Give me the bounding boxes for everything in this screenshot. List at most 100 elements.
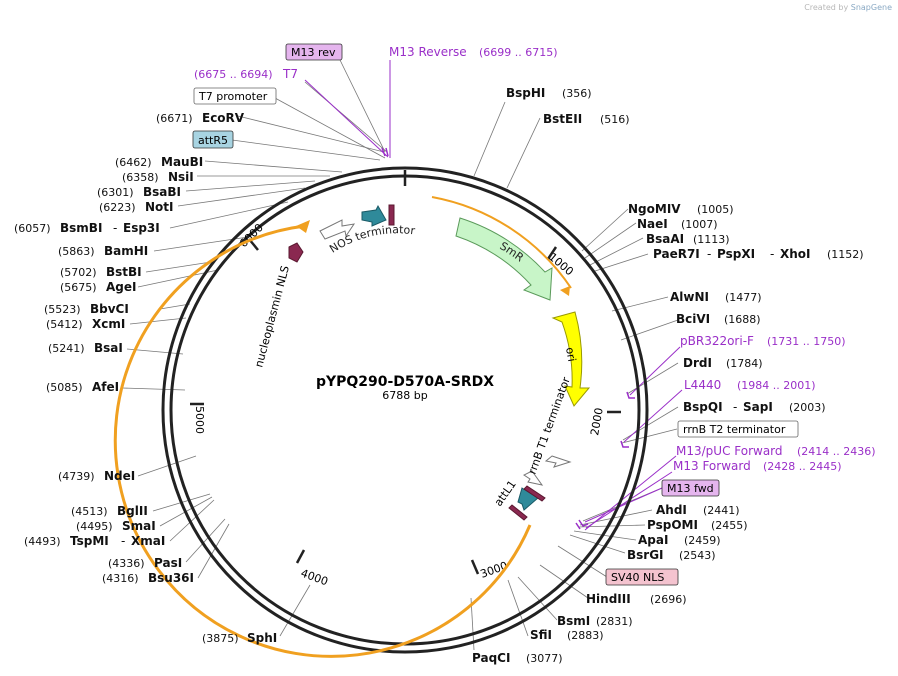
feature-sv40-marker: [508, 504, 528, 521]
site-sphi-name[interactable]: SphI: [247, 631, 277, 645]
site-noti-name[interactable]: NotI: [145, 200, 174, 214]
site-smai-name[interactable]: SmaI: [122, 519, 156, 533]
feature-nls[interactable]: [288, 242, 304, 263]
site-xcmi-pos: (5412): [46, 318, 83, 331]
site-bsrgi-name[interactable]: BsrGI: [627, 548, 664, 562]
site-pspomi-name[interactable]: PspOMI: [647, 518, 698, 532]
feature-arc-top: [431, 196, 572, 289]
site-maubi-pos: (6462): [115, 156, 152, 169]
site-alwni-name[interactable]: AlwNI: [670, 290, 709, 304]
primer-m13reverse-name[interactable]: M13 Reverse: [389, 45, 467, 59]
site-tspmi-name[interactable]: TspMI: [70, 534, 109, 548]
feature-nos-terminator[interactable]: [319, 219, 356, 240]
site-naei-pos: (1007): [681, 218, 718, 231]
site-dash-2: -: [770, 247, 774, 261]
site-ngomiv-pos: (1005): [697, 203, 734, 216]
site-bsteii-pos: (516): [600, 113, 630, 126]
site-paqci-pos: (3077): [526, 652, 563, 665]
primer-t7-name[interactable]: T7: [282, 67, 298, 81]
site-xcmi-name[interactable]: XcmI: [92, 317, 125, 331]
feature-rrnb-t1-b[interactable]: [523, 470, 544, 486]
site-naei-name[interactable]: NaeI: [637, 217, 668, 231]
site-bsaai-name[interactable]: BsaAI: [646, 232, 684, 246]
site-bsmbi-pos: (6057): [14, 222, 51, 235]
box-sv40[interactable]: [605, 568, 679, 586]
site-bspqi-pos: (2003): [789, 401, 826, 414]
primer-m13puc-name[interactable]: M13/pUC Forward: [676, 444, 783, 458]
site-sfii-name[interactable]: SfiI: [530, 628, 552, 642]
feature-teal-arrow[interactable]: [361, 204, 387, 227]
feature-rrnb-t1[interactable]: [544, 455, 572, 468]
feature-arc-arrow: [560, 286, 570, 296]
site-pspxi-name[interactable]: PspXI: [717, 247, 755, 261]
primer-t7-range: (6675 .. 6694): [194, 68, 273, 81]
site-bamhi-name[interactable]: BamHI: [104, 244, 148, 258]
site-bsmi-name[interactable]: BsmI: [557, 614, 590, 628]
site-noti-pos: (6223): [99, 201, 136, 214]
site-ahdi-pos: (2441): [703, 504, 740, 517]
site-nsii-name[interactable]: NsiI: [168, 170, 194, 184]
site-ndei-pos: (4739): [58, 470, 95, 483]
site-bsu36i-name[interactable]: Bsu36I: [148, 571, 194, 585]
site-bsaai-pos: (1113): [693, 233, 730, 246]
site-bglii-name[interactable]: BglII: [117, 504, 148, 518]
site-pasi-name[interactable]: PasI: [154, 556, 182, 570]
box-m13fwd[interactable]: [661, 479, 720, 497]
site-hindiii-name[interactable]: HindIII: [586, 592, 631, 606]
site-ndei-name[interactable]: NdeI: [104, 469, 135, 483]
site-apai-name[interactable]: ApaI: [638, 533, 668, 547]
tick-label-2000: 2000: [588, 407, 606, 437]
site-bsphi-name[interactable]: BspHI: [506, 86, 545, 100]
site-agei-pos: (5675): [60, 281, 97, 294]
site-bsphi-pos: (356): [562, 87, 592, 100]
site-afei-pos: (5085): [46, 381, 83, 394]
site-paer7i-name[interactable]: PaeR7I: [653, 247, 700, 261]
box-rrnbt2[interactable]: [677, 420, 799, 438]
site-sphi-pos: (3875): [202, 632, 239, 645]
site-bsai-name[interactable]: BsaI: [94, 341, 123, 355]
site-bglii-pos: (4513): [71, 505, 108, 518]
site-alwni-pos: (1477): [725, 291, 762, 304]
site-afei-name[interactable]: AfeI: [92, 380, 119, 394]
label-attr5: attR5: [198, 134, 228, 147]
primer-m13forward-range: (2428 .. 2445): [763, 460, 842, 473]
feature-nls-label: nucleoplasmin NLS: [252, 264, 292, 368]
feature-ori-label: ori: [563, 346, 578, 362]
site-maubi-name[interactable]: MauBI: [161, 155, 203, 169]
site-bbvci-name[interactable]: BbvCI: [90, 302, 129, 316]
site-paqci-name[interactable]: PaqCI: [472, 651, 510, 665]
primer-l4440-name[interactable]: L4440: [684, 378, 721, 392]
site-agei-name[interactable]: AgeI: [106, 280, 136, 294]
site-ecorv-name[interactable]: EcoRV: [202, 111, 245, 125]
site-tspmi-pos: (4493): [24, 535, 61, 548]
label-m13rev: M13 rev: [291, 46, 336, 59]
site-drdi-name[interactable]: DrdI: [683, 356, 712, 370]
site-bsu36i-pos: (4316): [102, 572, 139, 585]
site-bsmbi-name[interactable]: BsmBI: [60, 221, 102, 235]
site-bamhi-pos: (5863): [58, 245, 95, 258]
feature-smr[interactable]: [455, 217, 553, 301]
site-bstbi-name[interactable]: BstBI: [106, 265, 142, 279]
site-pspomi-pos: (2455): [711, 519, 748, 532]
box-t7promoter[interactable]: [193, 87, 277, 105]
site-bcivi-name[interactable]: BciVI: [676, 312, 710, 326]
plasmid-size: 6788 bp: [382, 389, 427, 402]
box-attr5[interactable]: [192, 130, 234, 149]
site-bspqi-name[interactable]: BspQI: [683, 400, 723, 414]
site-xhoi-name[interactable]: XhoI: [780, 247, 811, 261]
site-esp3i-name[interactable]: Esp3I: [123, 221, 160, 235]
site-ahdi-name[interactable]: AhdI: [656, 503, 687, 517]
site-bsabi-name[interactable]: BsaBI: [143, 185, 181, 199]
site-hindiii-pos: (2696): [650, 593, 687, 606]
site-ngomiv-name[interactable]: NgoMIV: [628, 202, 681, 216]
site-xmai-name[interactable]: XmaI: [131, 534, 165, 548]
feature-ori[interactable]: [551, 311, 591, 407]
primer-m13forward-name[interactable]: M13 Forward: [673, 459, 751, 473]
site-sapi-name[interactable]: SapI: [743, 400, 773, 414]
site-bsmi-pos: (2831): [596, 615, 633, 628]
primer-pbr322-name[interactable]: pBR322ori-F: [680, 334, 754, 348]
backbone-outer: [161, 166, 649, 654]
label-t7promoter: T7 promoter: [198, 90, 268, 103]
box-m13rev[interactable]: [285, 43, 343, 61]
site-bsteii-name[interactable]: BstEII: [543, 112, 582, 126]
